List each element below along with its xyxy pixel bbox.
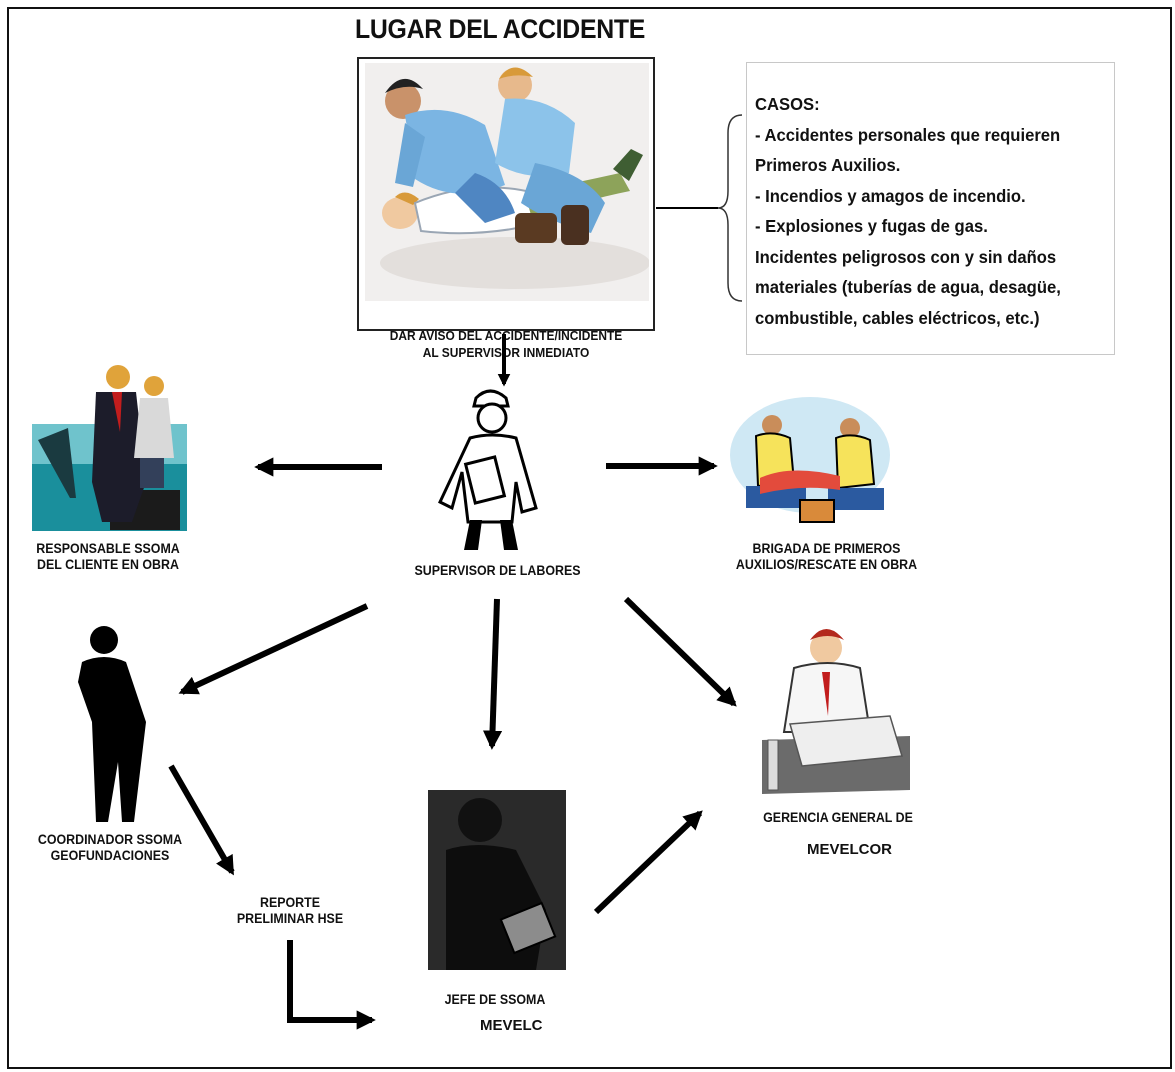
reporte-label-line-1: REPORTE (259, 895, 321, 910)
supervisor-label-text: SUPERVISOR DE LABORES (414, 563, 581, 578)
coordinador-label-line-2: GEOFUNDACIONES (50, 848, 170, 863)
arrow-reporte-to-jefe (287, 940, 376, 1030)
reporte-label: REPORTE PRELIMINAR HSE (215, 895, 365, 927)
arrow-supervisor-to-gerencia (623, 596, 737, 707)
brigada-label-line-1: BRIGADA DE PRIMEROS (752, 541, 901, 556)
arrow-coordinador-to-reporte (168, 764, 235, 876)
case-line: - Explosiones y fugas de gas. (755, 216, 988, 236)
flow-arrows (168, 334, 737, 1030)
reporte-label-line-2: PRELIMINAR HSE (236, 911, 344, 926)
coordinador-label: COORDINADOR SSOMA GEOFUNDACIONES (20, 832, 200, 864)
accident-scene-box: DAR AVISO DEL ACCIDENTE/INCIDENTE AL SUP… (357, 57, 655, 360)
jefe-label-text: JEFE DE SSOMA (444, 992, 546, 1007)
case-line: Incidentes peligrosos con y sin daños (755, 246, 1057, 267)
gerencia-label: GERENCIA GENERAL DE (738, 810, 938, 828)
diagram-frame (7, 7, 1172, 1069)
jefe-label: JEFE DE SSOMA (420, 992, 570, 1008)
first-aid-illustration (365, 63, 649, 301)
coordinador-label-line-1: COORDINADOR SSOMA (37, 832, 183, 847)
coordinador-illustration (78, 626, 146, 822)
cases-box: CASOS: - Accidentes personales que requi… (746, 62, 1115, 355)
responsable-label-line-1: RESPONSABLE SSOMA (36, 541, 180, 556)
arrow-supervisor-to-coordinador (178, 603, 369, 695)
supervisor-label: SUPERVISOR DE LABORES (395, 563, 600, 579)
brigada-label: BRIGADA DE PRIMEROS AUXILIOS/RESCATE EN … (714, 541, 939, 573)
responsable-label: RESPONSABLE SSOMA DEL CLIENTE EN OBRA (18, 541, 198, 573)
gerencia-sublabel: MEVELCOR (807, 841, 893, 858)
diagram-title: LUGAR DEL ACCIDENTE (355, 14, 646, 44)
case-line: - Accidentes personales que requieren (755, 124, 1061, 145)
case-line: - Incendios y amagos de incendio. (755, 185, 1026, 206)
cases-heading: CASOS: (755, 94, 820, 114)
responsable-label-line-2: DEL CLIENTE EN OBRA (37, 557, 179, 572)
gerencia-illustration (762, 629, 910, 794)
case-line: materiales (tuberías de agua, desagüe, (755, 277, 1061, 297)
case-line: combustible, cables eléctricos, etc.) (755, 307, 1040, 328)
brigada-illustration (730, 397, 890, 523)
jefe-illustration (428, 790, 566, 970)
supervisor-illustration (438, 389, 538, 550)
brigada-label-line-2: AUXILIOS/RESCATE EN OBRA (735, 557, 918, 572)
case-line: Primeros Auxilios. (755, 155, 901, 175)
responsable-illustration (32, 365, 187, 531)
jefe-sublabel: MEVELC (480, 1017, 543, 1034)
cases-bracket (656, 114, 743, 302)
arrow-supervisor-to-jefe (482, 598, 503, 750)
arrow-jefe-to-gerencia (593, 810, 703, 915)
gerencia-label-text: GERENCIA GENERAL DE (763, 810, 913, 825)
